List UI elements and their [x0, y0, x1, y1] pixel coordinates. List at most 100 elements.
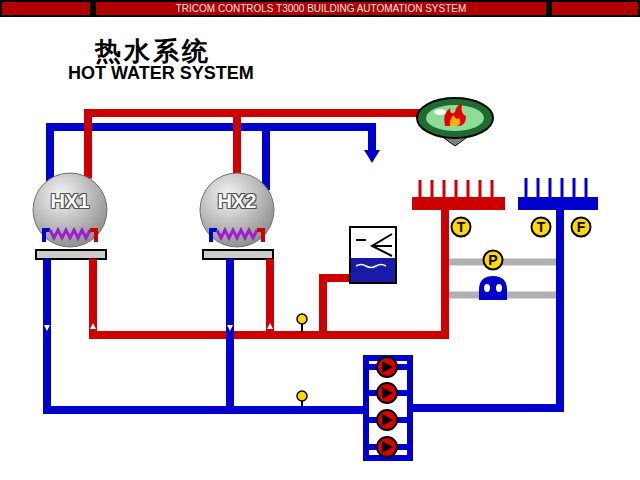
sensor-circle: F — [570, 216, 592, 238]
heating-coil — [211, 230, 217, 242]
return-header — [518, 197, 598, 210]
return-header — [526, 178, 586, 197]
sensor-letter: T — [537, 219, 546, 235]
expansion-tank — [372, 245, 392, 247]
bypass-valve — [479, 276, 507, 300]
red-return-pipe — [266, 259, 274, 339]
flow-arrow — [364, 150, 380, 163]
subtitle-text: HOT WATER SYSTEM — [68, 63, 254, 84]
supply-header — [479, 180, 482, 197]
tank-shell — [200, 173, 274, 247]
supply-header — [467, 180, 470, 197]
blue-supply-pipe — [50, 127, 372, 190]
blue-return-pipe — [43, 406, 366, 414]
supply-header — [419, 180, 422, 197]
boiler-icon — [444, 104, 466, 126]
heating-coil — [217, 230, 257, 238]
boiler-icon — [434, 109, 446, 115]
sensor-letter: T — [457, 219, 466, 235]
return-header — [585, 178, 588, 197]
tank-base — [36, 250, 273, 259]
heating-coil — [50, 230, 90, 238]
top-bar — [96, 2, 546, 15]
blue-return-pipe — [43, 259, 51, 414]
expansion-tank — [356, 265, 386, 268]
supply-header — [431, 180, 434, 197]
pump-symbol — [377, 357, 397, 457]
pump-symbol — [377, 357, 397, 377]
bypass-valve — [479, 276, 507, 300]
pump-frame — [366, 358, 410, 458]
return-header — [525, 178, 528, 197]
bypass-valve — [496, 284, 502, 292]
sensor-circle: T — [530, 216, 552, 238]
top-bar — [0, 0, 640, 17]
top-bar — [552, 2, 638, 15]
tank-shell — [33, 173, 107, 247]
top-bar — [0, 0, 640, 17]
heating-coil — [90, 230, 96, 242]
sensor-circle: T — [450, 216, 472, 238]
boiler-icon — [417, 98, 493, 146]
supply-header — [455, 180, 458, 197]
pump-symbol — [382, 414, 393, 426]
supply-header — [412, 197, 505, 210]
banner-text: TRICOM CONTROLS T3000 BUILDING AUTOMATIO… — [96, 2, 546, 15]
tank-label: HX2 — [199, 190, 275, 213]
boiler-icon — [417, 98, 493, 138]
bypass-valve — [484, 284, 490, 292]
boiler-icon — [426, 105, 484, 131]
sensor-letter: F — [577, 219, 586, 235]
return-header — [518, 178, 598, 210]
sensor-face — [572, 218, 591, 237]
supply-header — [491, 180, 494, 197]
expansion-tank — [372, 234, 392, 256]
top-bar — [2, 2, 90, 15]
pipe-direction-mark — [44, 325, 50, 331]
pipe-direction-mark — [227, 325, 233, 331]
supply-header — [412, 180, 505, 210]
temperature-probe — [297, 314, 307, 324]
sensor-face — [532, 218, 551, 237]
pump-symbol — [382, 441, 393, 453]
tank-base — [203, 250, 273, 259]
red-supply-pipe — [233, 109, 425, 117]
tank-base — [36, 250, 106, 259]
red-return-pipe — [89, 259, 97, 339]
return-header — [549, 178, 552, 197]
return-header — [561, 178, 564, 197]
temperature-probe — [297, 314, 307, 407]
supply-header — [420, 180, 492, 197]
expansion-tank — [350, 227, 396, 283]
pump-symbol — [377, 383, 397, 403]
expansion-tank — [351, 258, 395, 282]
sensor-face — [484, 251, 503, 270]
blue-supply-pipe — [262, 127, 270, 190]
sensor-letter: P — [488, 252, 497, 268]
return-header — [537, 178, 540, 197]
sensor-face — [452, 218, 471, 237]
flow-arrow — [364, 150, 380, 163]
heating-coil — [257, 230, 263, 242]
sensor-circle: P — [482, 249, 504, 271]
expansion-tank — [356, 239, 366, 241]
pump-symbol — [382, 387, 393, 399]
supply-header — [443, 180, 446, 197]
heating-coil — [44, 230, 50, 242]
blue-return-pipe — [410, 205, 560, 408]
heat-exchanger-tank: HX1 — [32, 172, 108, 248]
blue-supply-pipe — [50, 127, 372, 190]
boiler-icon — [450, 115, 460, 126]
red-return-pipe — [323, 278, 352, 335]
pipe-direction-mark — [44, 323, 273, 331]
pump-symbol — [377, 410, 397, 430]
pump-frame — [366, 358, 410, 458]
pipe-direction-mark — [267, 323, 273, 329]
blue-return-pipe — [43, 205, 560, 414]
pump-symbol — [377, 437, 397, 457]
pipe-connector — [88, 113, 237, 179]
red-supply-pipe — [233, 109, 425, 117]
expansion-tank — [350, 227, 396, 283]
heat-exchanger-tank: HX2 — [199, 172, 275, 248]
